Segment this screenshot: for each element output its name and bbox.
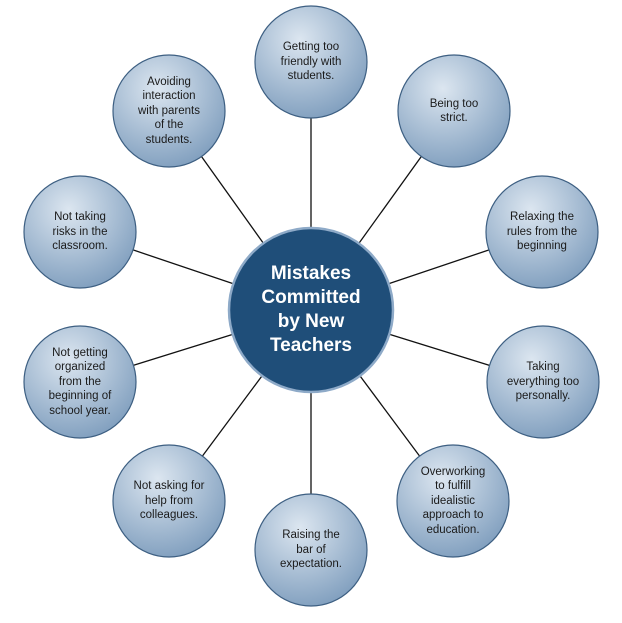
node-circle-friendly <box>254 5 368 119</box>
node-circle-strict <box>397 54 511 168</box>
node-circle-relaxing-rules <box>485 175 599 289</box>
outer-nodes <box>23 5 600 607</box>
node-circle-organized <box>23 325 137 439</box>
node-circle-risks <box>23 175 137 289</box>
center-circle <box>227 226 395 394</box>
node-circle-asking-help <box>112 444 226 558</box>
node-circle-parents <box>112 54 226 168</box>
node-circle-personally <box>486 325 600 439</box>
node-circle-raising-bar <box>254 493 368 607</box>
node-circle-overworking <box>396 444 510 558</box>
